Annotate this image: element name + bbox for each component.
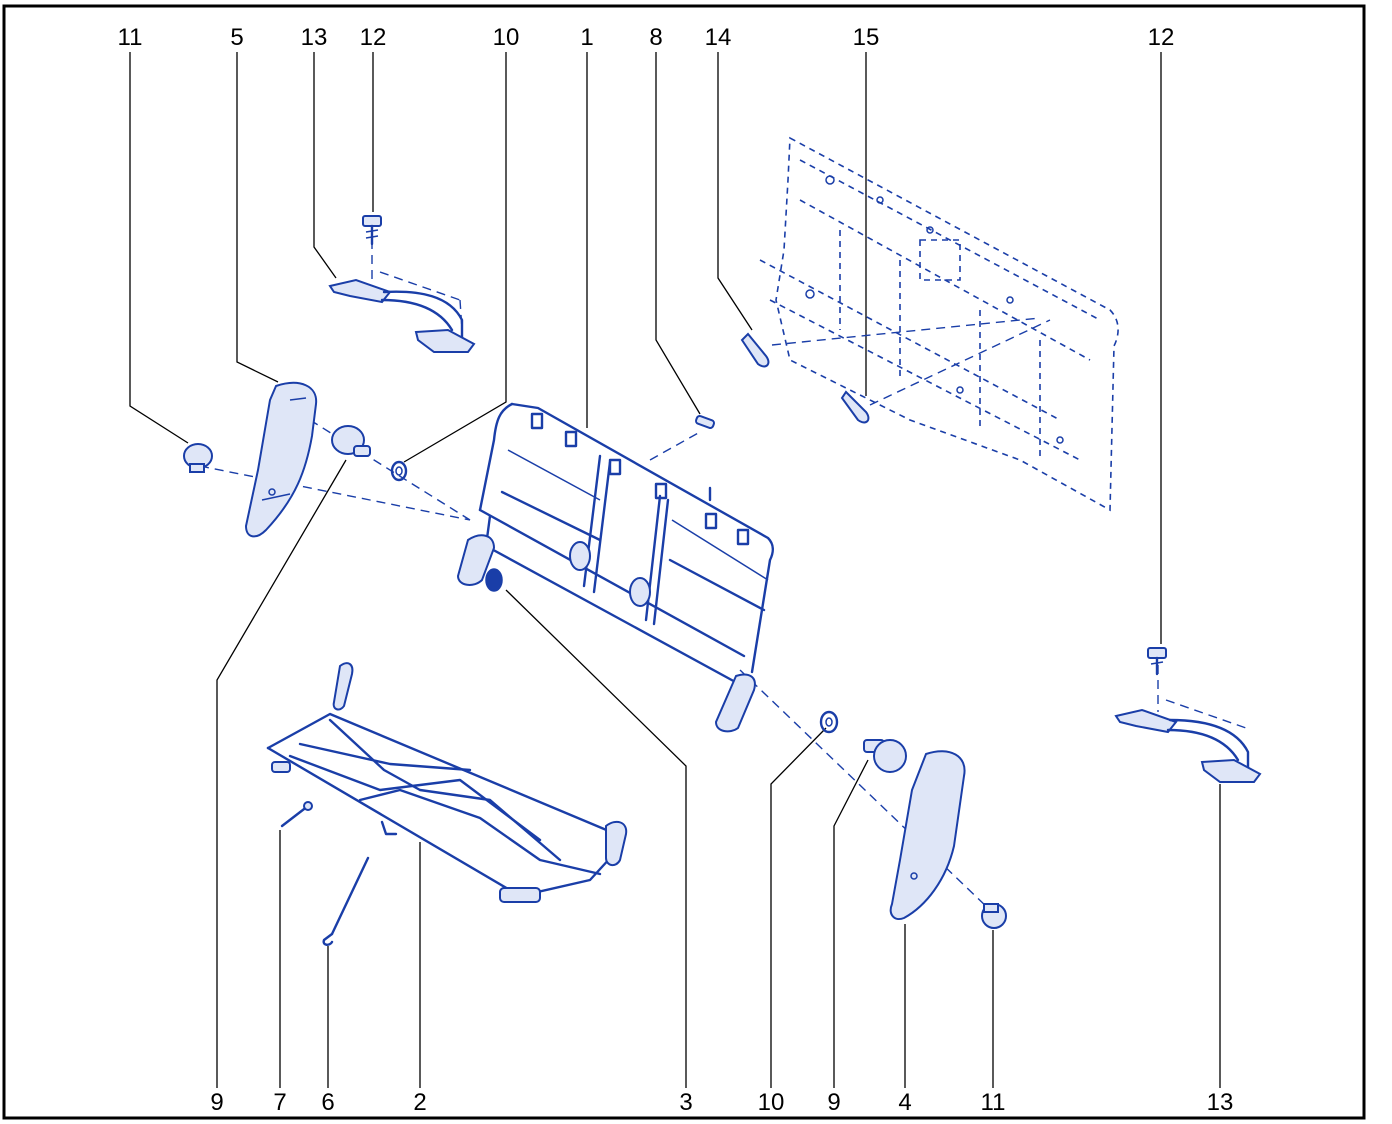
callout-bottom-2: 2 <box>413 1089 426 1116</box>
callout-bottom-3: 3 <box>679 1089 692 1116</box>
callout-top-10: 10 <box>493 24 520 51</box>
callout-bottom-9: 9 <box>210 1089 223 1116</box>
side-cover-4 <box>889 750 966 920</box>
bolt-12-top <box>362 215 382 246</box>
callout-top-12-right: 12 <box>1148 24 1175 51</box>
vehicle-body-panel-ghost <box>759 136 1119 512</box>
diagram-border <box>2 4 1366 1120</box>
fastener-15 <box>840 390 870 424</box>
cap-11-left <box>183 443 213 473</box>
callout-bottom-9-right: 9 <box>827 1089 840 1116</box>
fastener-14 <box>740 332 770 368</box>
knob-9-left <box>331 425 371 457</box>
seat-cushion-frame-2 <box>266 662 628 903</box>
callout-bottom-6: 6 <box>321 1089 334 1116</box>
hinge-bracket-13-right <box>1114 699 1262 783</box>
callout-top-13: 13 <box>301 24 328 51</box>
washer-10-right <box>819 710 839 734</box>
cap-11-right <box>981 903 1007 929</box>
callout-top-12: 12 <box>360 24 387 51</box>
assembly-axis-lines <box>199 240 1159 911</box>
washer-10-left <box>390 460 408 482</box>
screw-7 <box>280 801 313 828</box>
callout-bottom-13: 13 <box>1207 1089 1234 1116</box>
callout-top-1: 1 <box>580 24 593 51</box>
pin-8 <box>695 415 715 502</box>
callout-bottom-7: 7 <box>273 1089 286 1116</box>
seat-back-frame-1 <box>456 402 774 733</box>
callout-top-5: 5 <box>230 24 243 51</box>
bumper-3 <box>485 568 503 592</box>
callout-top-8: 8 <box>649 24 662 51</box>
rod-6 <box>322 856 370 946</box>
hinge-bracket-13-top <box>328 271 476 353</box>
callout-top-11: 11 <box>118 24 143 51</box>
callout-top-15: 15 <box>853 24 880 51</box>
callout-bottom-4: 4 <box>898 1089 911 1116</box>
bolt-12-right <box>1147 647 1167 676</box>
callout-bottom-11: 11 <box>981 1089 1006 1116</box>
knob-9-right <box>863 739 907 773</box>
side-cover-5 <box>244 381 318 538</box>
callout-top-14: 14 <box>705 24 732 51</box>
callout-bottom-10: 10 <box>758 1089 785 1116</box>
leader-lines <box>129 52 1221 1088</box>
